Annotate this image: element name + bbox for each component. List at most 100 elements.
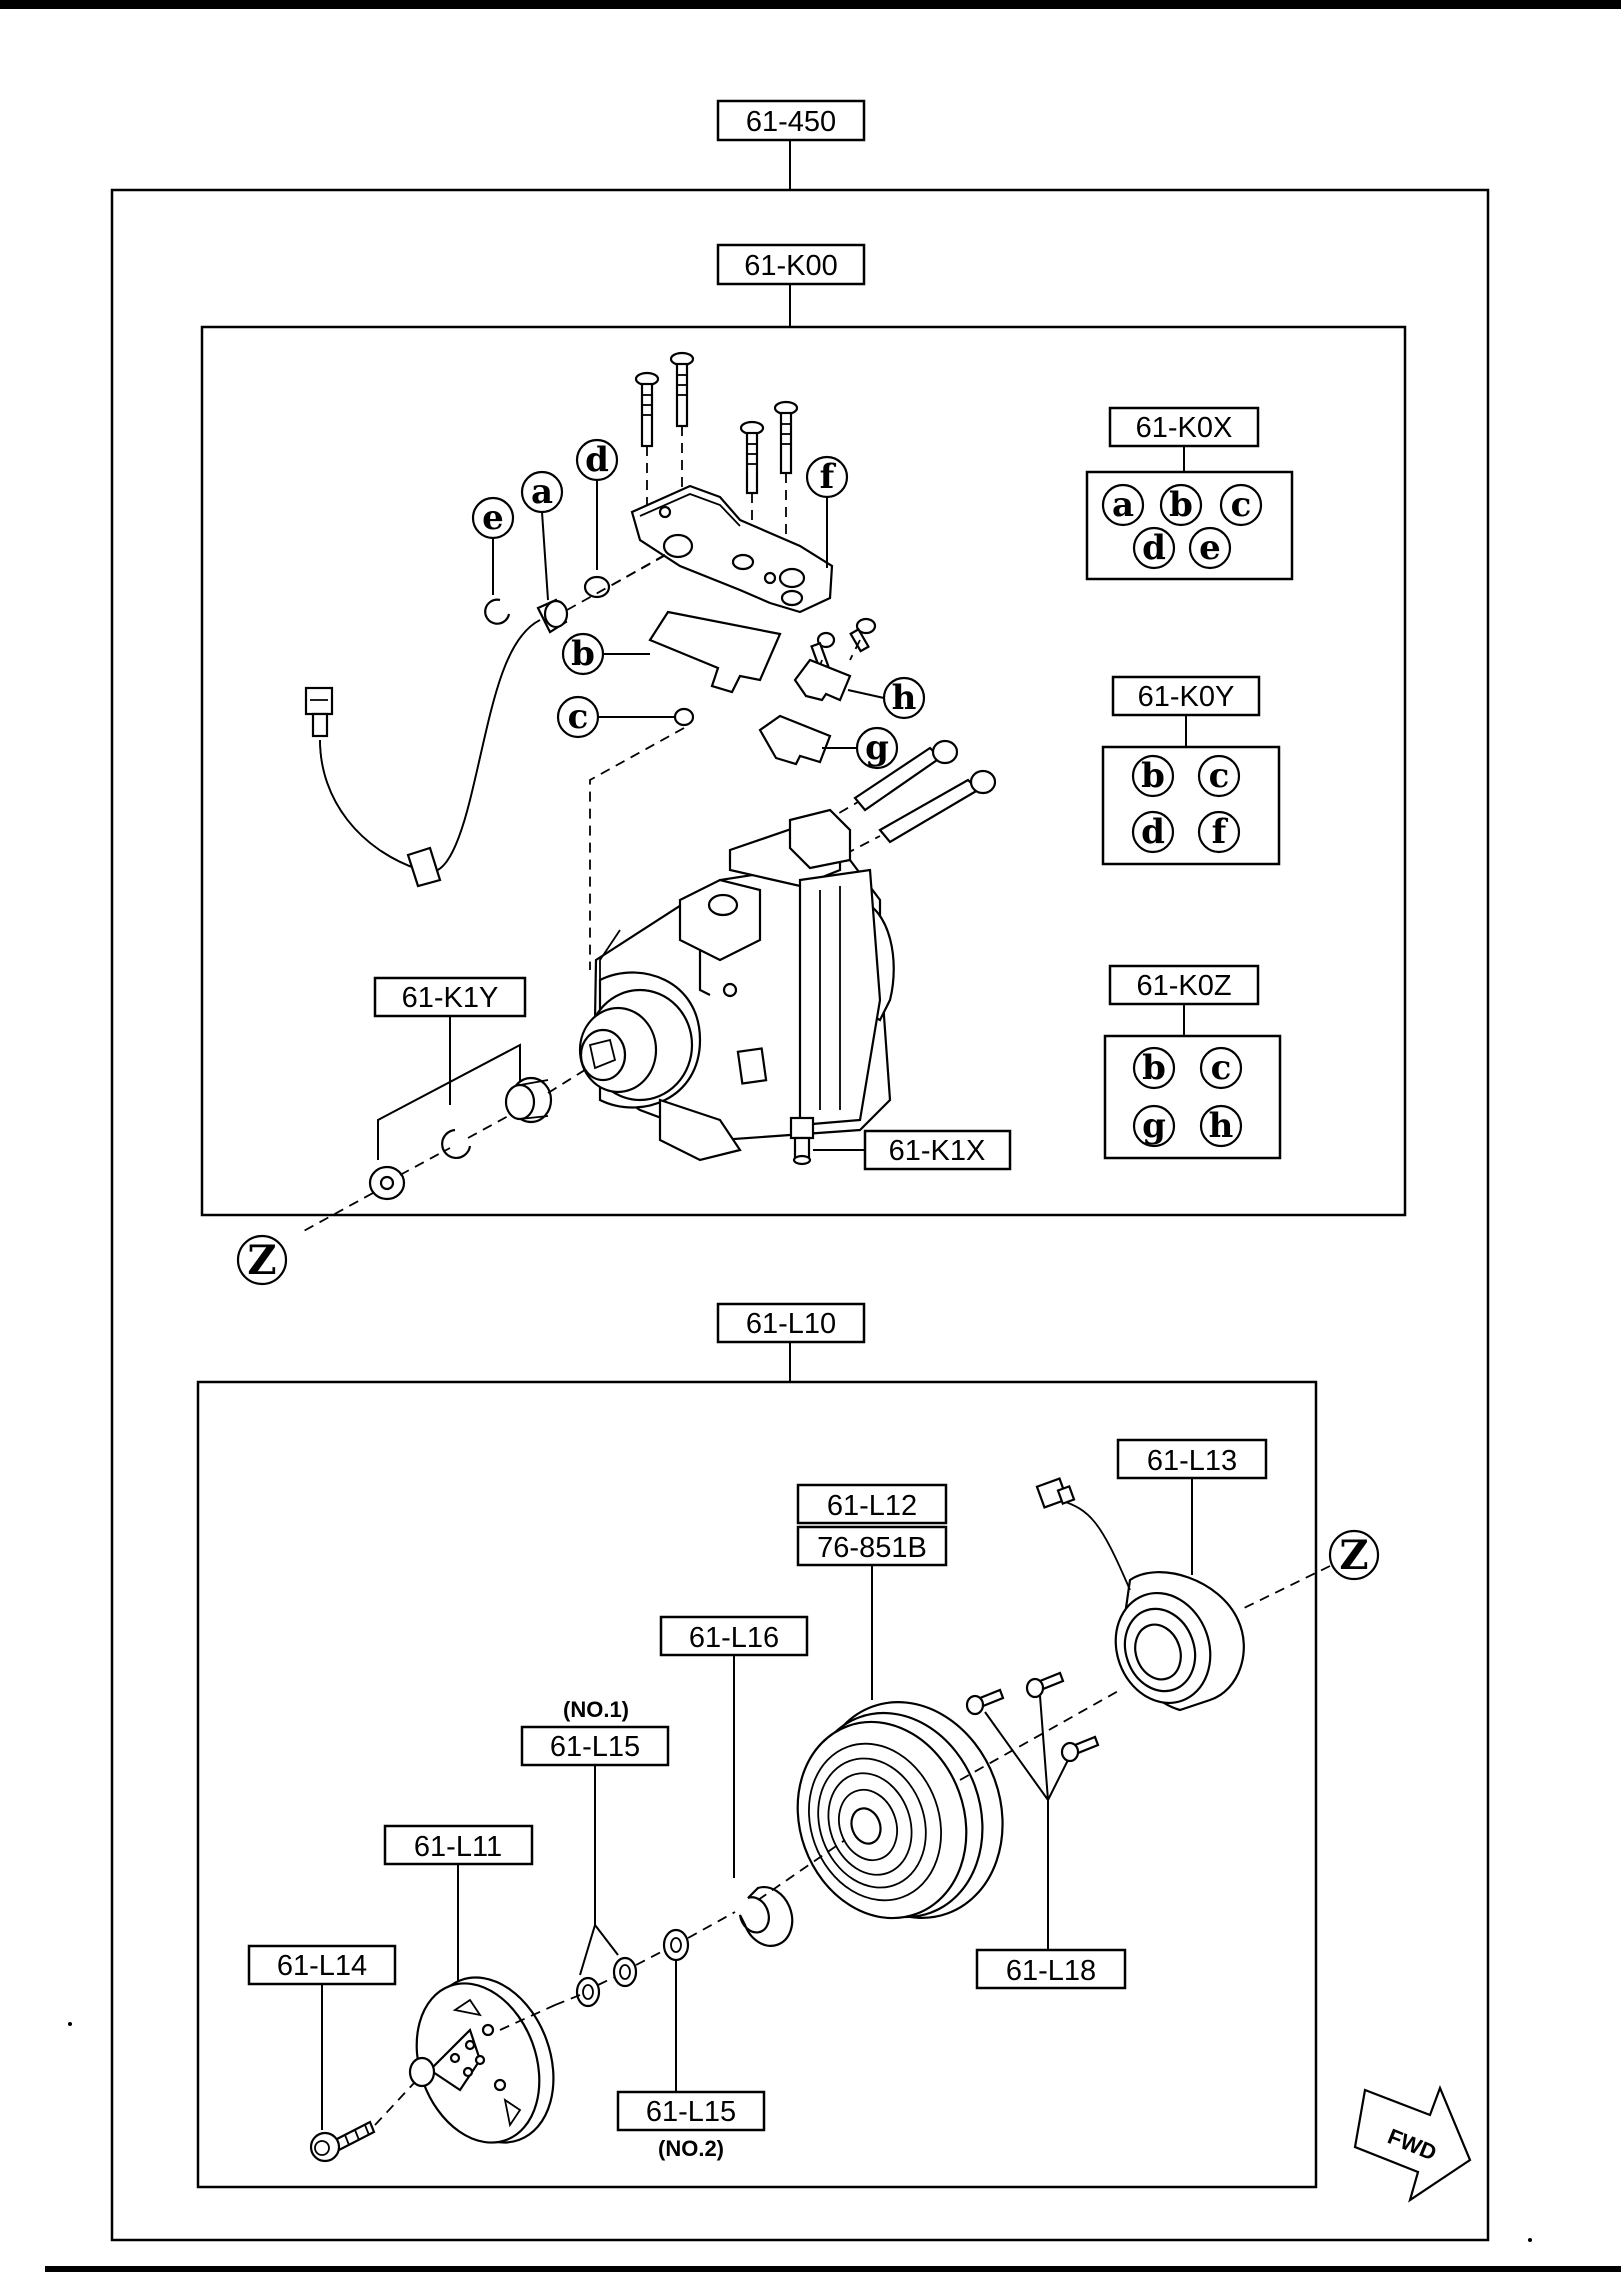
callout-d-icon: d [575, 438, 619, 482]
pressure-plate-icon [408, 1976, 555, 2144]
svg-text:e: e [482, 498, 504, 538]
callout-d-icon: d [1131, 810, 1175, 854]
bracket-g-icon [758, 714, 832, 766]
coil-screws-icon [965, 1671, 1100, 1763]
snap-ring-icon [738, 1886, 794, 1947]
page-dot [1528, 2238, 1532, 2242]
label-61-K1Y[interactable]: 61-K1Y [373, 976, 527, 1018]
callout-c-icon: c [1199, 1046, 1243, 1090]
kit-61-K0X[interactable]: 61-K0X a b c d e [1085, 406, 1294, 581]
callout-b-icon: b [1132, 1046, 1176, 1090]
bracket-bolts-icon [810, 617, 877, 681]
svg-text:d: d [1141, 812, 1165, 852]
svg-text:b: b [1142, 1048, 1166, 1088]
hex-bolt-icon [309, 2120, 376, 2163]
shim-icon [575, 1956, 638, 2008]
label-61-L15-no2[interactable]: 61-L15 [616, 2090, 766, 2132]
l15-no2-note: (NO.2) [658, 2136, 724, 2161]
pressure-switch-icon [304, 555, 665, 888]
label-61-L10[interactable]: 61-L10 [716, 1302, 866, 1344]
label-61-L16[interactable]: 61-L16 [659, 1615, 809, 1657]
svg-text:61-L15: 61-L15 [646, 2096, 736, 2128]
svg-text:61-L14: 61-L14 [277, 1950, 367, 1982]
callout-c-icon: c [556, 695, 600, 739]
callout-a-icon: a [520, 470, 564, 514]
kit-61-K0Z[interactable]: 61-K0Z b c g h [1103, 964, 1282, 1160]
o-ring-icon [583, 575, 611, 599]
snap-ring-icon [441, 1128, 472, 1160]
svg-text:61-K00: 61-K00 [744, 250, 838, 282]
svg-text:d: d [1142, 528, 1166, 568]
svg-text:b: b [571, 634, 595, 674]
callout-b-icon: b [1159, 483, 1203, 527]
label-76-851B[interactable]: 76-851B [796, 1525, 948, 1567]
svg-text:Z: Z [1339, 1532, 1368, 1579]
svg-text:61-L18: 61-L18 [1006, 1955, 1096, 1987]
label-61-450[interactable]: 61-450 [716, 99, 866, 142]
label-61-L12[interactable]: 61-L12 [796, 1483, 948, 1525]
pulley-icon [796, 1701, 1004, 1920]
svg-text:g: g [1142, 1106, 1166, 1146]
svg-text:61-K1Y: 61-K1Y [402, 982, 499, 1014]
svg-text:61-L12: 61-L12 [827, 1490, 917, 1522]
callout-d-icon: d [1132, 526, 1176, 570]
mounting-bolts-icon [809, 739, 997, 863]
callout-b-icon: b [1131, 754, 1175, 798]
callout-b-icon: b [561, 632, 605, 676]
callout-f-icon: f [805, 455, 849, 499]
svg-text:61-K0X: 61-K0X [1136, 412, 1233, 444]
top-rule [0, 0, 1621, 9]
label-61-L15-no1[interactable]: 61-L15 [520, 1725, 670, 1767]
k00-frame [200, 325, 1407, 1217]
svg-text:61-L13: 61-L13 [1147, 1445, 1237, 1477]
svg-text:d: d [585, 440, 609, 480]
o-ring-icon [673, 707, 695, 727]
svg-text:g: g [865, 728, 889, 768]
svg-text:76-851B: 76-851B [817, 1532, 927, 1564]
svg-text:c: c [1209, 756, 1230, 796]
svg-text:61-K0Y: 61-K0Y [1138, 681, 1235, 713]
l15-no1-note: (NO.1) [563, 1697, 629, 1722]
gasket-icon [648, 610, 782, 694]
label-61-L14[interactable]: 61-L14 [247, 1944, 397, 1986]
washer-icon [368, 1165, 406, 1201]
callout-e-icon: e [471, 496, 515, 540]
svg-text:61-K0Z: 61-K0Z [1136, 970, 1231, 1002]
callout-h-icon: h [1199, 1104, 1243, 1148]
l10-frame [196, 1380, 1318, 2189]
label-61-L11[interactable]: 61-L11 [383, 1824, 534, 1866]
outer-frame [110, 188, 1490, 2242]
label-61-L18[interactable]: 61-L18 [975, 1948, 1127, 1990]
callout-f-icon: f [1197, 810, 1241, 854]
callout-z-icon: Z [236, 1234, 288, 1286]
svg-text:b: b [1141, 756, 1165, 796]
svg-text:e: e [1199, 528, 1221, 568]
snap-ring-icon [484, 598, 511, 625]
svg-text:f: f [1212, 812, 1229, 852]
svg-text:c: c [1231, 485, 1252, 525]
callout-h-icon: h [882, 676, 926, 720]
svg-text:h: h [1209, 1106, 1234, 1146]
svg-text:a: a [531, 472, 553, 512]
svg-text:h: h [892, 678, 917, 718]
svg-text:61-K1X: 61-K1X [889, 1135, 986, 1167]
svg-text:a: a [1112, 485, 1134, 525]
page-dot [68, 2022, 72, 2026]
callout-c-icon: c [1219, 483, 1263, 527]
svg-text:61-L11: 61-L11 [414, 1831, 502, 1863]
svg-text:Z: Z [247, 1237, 276, 1284]
callout-g-icon: g [1132, 1104, 1176, 1148]
svg-text:61-L16: 61-L16 [689, 1622, 779, 1654]
svg-text:61-450: 61-450 [746, 106, 836, 138]
fwd-arrow-icon: FWD [1353, 2084, 1472, 2203]
label-61-L13[interactable]: 61-L13 [1116, 1438, 1268, 1480]
label-61-K00[interactable]: 61-K00 [716, 243, 866, 286]
svg-text:f: f [820, 457, 837, 497]
kit-61-K0Y[interactable]: 61-K0Y b c d f [1101, 675, 1281, 866]
bracket-h-icon [793, 658, 852, 702]
svg-text:c: c [1211, 1048, 1232, 1088]
label-61-K1X[interactable]: 61-K1X [863, 1129, 1012, 1171]
svg-text:b: b [1169, 485, 1193, 525]
callout-a-icon: a [1101, 483, 1145, 527]
